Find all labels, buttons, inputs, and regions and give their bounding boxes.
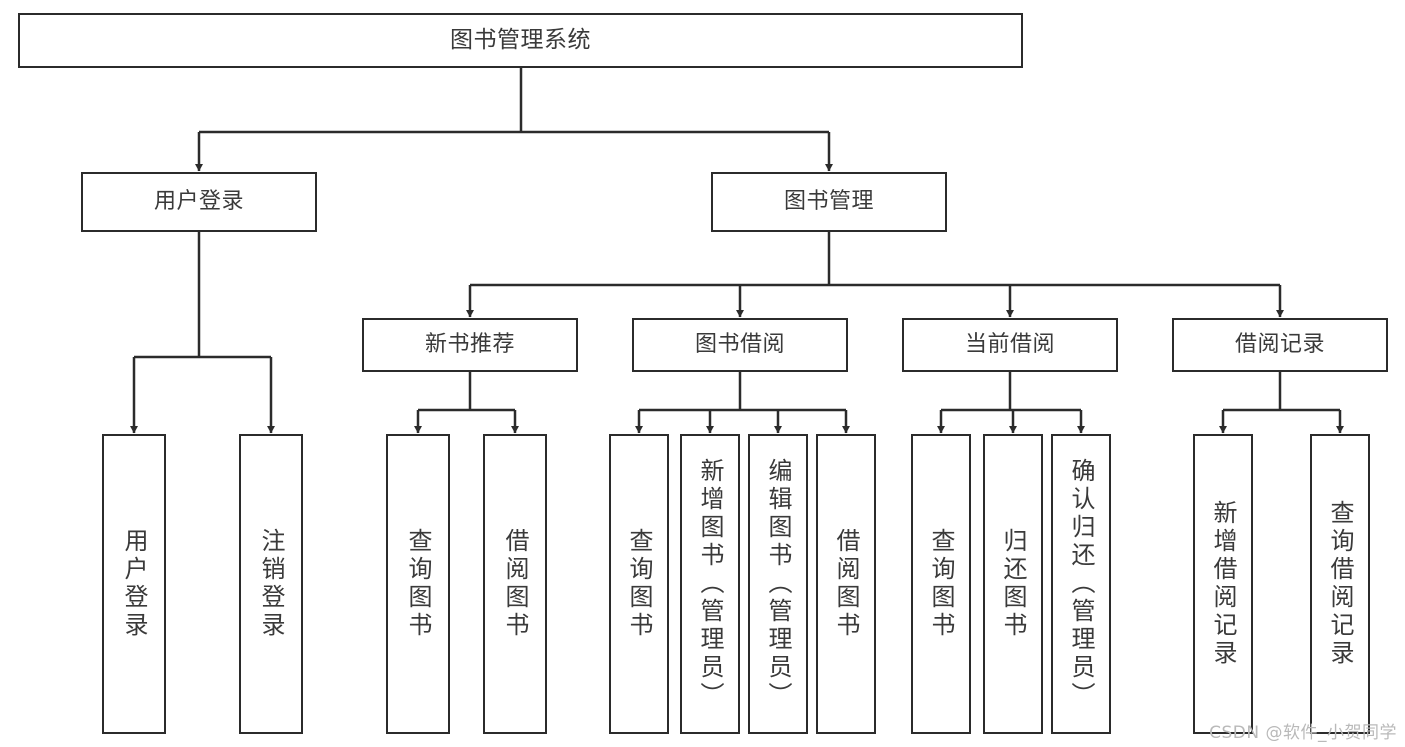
node-label: 注销登录 [257,528,285,640]
node-label: 借阅记录 [1234,332,1325,358]
node-l-q1[interactable]: 查询图书 [386,434,450,734]
node-login[interactable]: 用户登录 [81,172,317,232]
node-current[interactable]: 当前借阅 [902,318,1118,372]
node-l-q3[interactable]: 查询图书 [911,434,971,734]
node-label: 归还图书 [999,528,1027,640]
node-label: 借阅图书 [832,528,860,640]
node-records[interactable]: 借阅记录 [1172,318,1388,372]
node-bookmgmt[interactable]: 图书管理 [711,172,947,232]
node-label: 图书借阅 [694,332,785,358]
node-label: 查询借阅记录 [1326,500,1354,668]
node-l-logout[interactable]: 注销登录 [239,434,303,734]
node-l-add[interactable]: 新增图书（管理员） [680,434,740,734]
node-l-confirm[interactable]: 确认归还（管理员） [1051,434,1111,734]
node-label: 查询图书 [927,528,955,640]
node-l-b1[interactable]: 借阅图书 [483,434,547,734]
node-root[interactable]: 图书管理系统 [18,13,1023,68]
node-label: 新增借阅记录 [1209,500,1237,668]
node-l-b2[interactable]: 借阅图书 [816,434,876,734]
node-l-q2[interactable]: 查询图书 [609,434,669,734]
node-label: 图书管理系统 [450,26,591,53]
node-l-edit[interactable]: 编辑图书（管理员） [748,434,808,734]
node-label: 用户登录 [120,528,148,640]
node-label: 新书推荐 [424,332,515,358]
node-newbooks[interactable]: 新书推荐 [362,318,578,372]
node-l-login[interactable]: 用户登录 [102,434,166,734]
node-label: 编辑图书（管理员） [764,458,792,710]
node-label: 借阅图书 [501,528,529,640]
node-label: 查询图书 [625,528,653,640]
node-label: 查询图书 [404,528,432,640]
node-l-addrec[interactable]: 新增借阅记录 [1193,434,1253,734]
node-label: 当前借阅 [964,332,1055,358]
node-label: 图书管理 [783,189,874,215]
node-borrow[interactable]: 图书借阅 [632,318,848,372]
node-label: 确认归还（管理员） [1067,458,1095,710]
csdn-watermark: CSDN @软件_小贺同学 [1209,723,1397,743]
node-l-return[interactable]: 归还图书 [983,434,1043,734]
node-l-qrec[interactable]: 查询借阅记录 [1310,434,1370,734]
node-label: 用户登录 [153,189,244,215]
node-label: 新增图书（管理员） [696,458,724,710]
